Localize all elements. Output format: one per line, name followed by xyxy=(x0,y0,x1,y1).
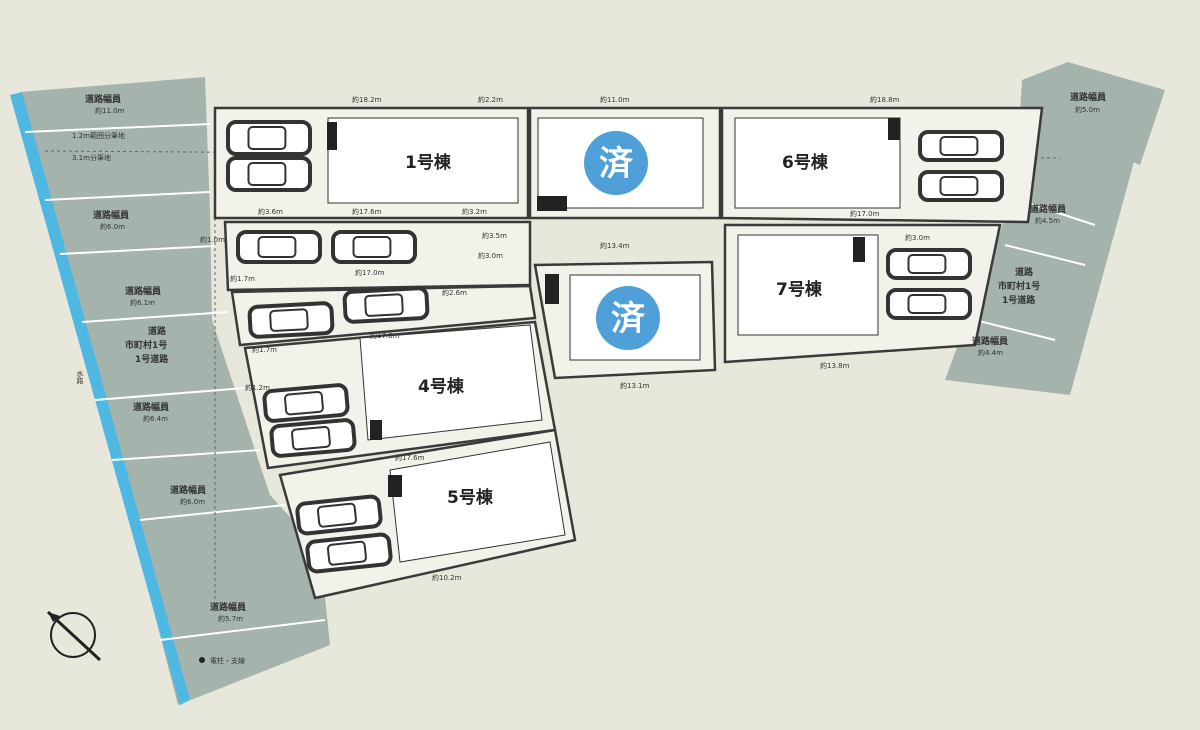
utility-boxes xyxy=(327,118,900,497)
road-label: 道路幅員 xyxy=(125,285,161,297)
utility-box xyxy=(537,196,567,211)
dim-label: 約2.2m xyxy=(478,95,503,104)
building-label-1: 1号棟 xyxy=(405,152,452,173)
dim-label: 約3.5m xyxy=(482,231,507,240)
compass-icon xyxy=(46,610,102,662)
dim-label: 約17.6m xyxy=(352,207,382,216)
road-width: 約5.7m xyxy=(218,614,243,623)
car-icon xyxy=(918,130,1004,162)
car-icon xyxy=(226,156,312,192)
utility-box xyxy=(853,237,865,262)
building-label-7: 7号棟 xyxy=(776,279,823,300)
dim-label: 約11.0m xyxy=(600,95,630,104)
building-4 xyxy=(359,324,543,441)
car-icon xyxy=(305,532,393,574)
utility-box xyxy=(545,274,559,304)
dim-label: 約17.6m xyxy=(395,453,425,462)
dim-label: 約3.0m xyxy=(905,233,930,242)
road-label: 1号道路 xyxy=(1002,294,1036,306)
utility-pole-icon xyxy=(199,657,205,663)
left-road-dividers xyxy=(24,123,326,641)
road-width: 約5.0m xyxy=(1075,105,1100,114)
dim-label: 約13.1m xyxy=(620,381,650,390)
road-label: 道路幅員 xyxy=(93,209,129,221)
dim-label: 約1.7m xyxy=(230,274,255,283)
road-width: 約11.0m xyxy=(95,106,125,115)
dim-label: 約13.4m xyxy=(600,241,630,250)
car-icon xyxy=(331,230,417,264)
car-icon xyxy=(247,301,335,339)
road-label: 道路幅員 xyxy=(170,484,206,496)
car-icon xyxy=(342,286,430,324)
dim-label: 約13.8m xyxy=(820,361,850,370)
car-icon xyxy=(886,288,972,320)
car-icon xyxy=(226,120,312,156)
road-label: 道路幅員 xyxy=(1030,203,1066,215)
car-icon xyxy=(918,170,1004,202)
dimension-labels: 約18.2m 約2.2m 約11.0m 約18.8m 約17.6m 約3.6m … xyxy=(200,95,930,582)
road-width: 約4.4m xyxy=(978,348,1003,357)
building-1 xyxy=(327,117,519,204)
road-label: 道路幅員 xyxy=(1070,91,1106,103)
utility-box xyxy=(370,420,382,440)
sold-mark-1: 済 xyxy=(599,144,634,184)
dim-label: 約10.2m xyxy=(432,573,462,582)
road-label: 道路幅員 xyxy=(210,601,246,613)
building-5 xyxy=(389,441,566,563)
waterway-label: 水路 xyxy=(76,369,84,385)
car-icon xyxy=(295,494,383,536)
dim-label: 約1.7m xyxy=(252,345,277,354)
utility-box xyxy=(327,122,337,150)
waterway xyxy=(10,92,190,705)
dim-label: 約3.2m xyxy=(462,207,487,216)
car-icon xyxy=(886,248,972,280)
road-label: 市町村1号 xyxy=(998,280,1040,292)
sold-badge-1 xyxy=(584,131,648,195)
road-label: 市町村1号 xyxy=(125,339,167,351)
sold-badge-2 xyxy=(596,286,660,350)
road-note: 1.2m範囲分筆地 xyxy=(72,131,125,140)
utility-box xyxy=(888,118,900,140)
road-label: 道路幅員 xyxy=(133,401,169,413)
road-label: 道路 xyxy=(148,325,167,337)
car-icon xyxy=(262,383,350,423)
dim-label: 約18.8m xyxy=(870,95,900,104)
left-road-area xyxy=(20,77,330,705)
road-label: 道路幅員 xyxy=(85,93,121,105)
car-icon xyxy=(269,418,357,458)
dim-label: 約1.2m xyxy=(245,383,270,392)
parking-cars xyxy=(226,120,1004,574)
dim-label: 約18.2m xyxy=(352,95,382,104)
dim-label: 約17.0m xyxy=(355,268,385,277)
road-label: 道路幅員 xyxy=(972,335,1008,347)
road-label: 道路 xyxy=(1015,266,1034,278)
dim-label: 約17.0m xyxy=(850,209,880,218)
dim-label: 約3.6m xyxy=(258,207,283,216)
building-6 xyxy=(734,117,901,209)
road-width: 約6.0m xyxy=(100,222,125,231)
road-width: 約4.5m xyxy=(1035,216,1060,225)
building-label-6: 6号棟 xyxy=(782,152,829,173)
building-label-5: 5号棟 xyxy=(447,487,494,508)
legend-label: 電柱・支線 xyxy=(210,656,245,665)
car-icon xyxy=(236,230,322,264)
dim-label: 約1.0m xyxy=(200,235,225,244)
sold-mark-2: 済 xyxy=(611,299,646,339)
dim-label: 約3.0m xyxy=(478,251,503,260)
dim-label: 約17.6m xyxy=(370,331,400,340)
building-label-4: 4号棟 xyxy=(418,376,465,397)
road-width: 約6.0m xyxy=(180,497,205,506)
road-width: 約6.4m xyxy=(143,414,168,423)
utility-box xyxy=(388,475,402,497)
road-width: 約6.1m xyxy=(130,298,155,307)
road-note: 3.1m分筆地 xyxy=(72,153,111,162)
dim-label: 約2.6m xyxy=(442,288,467,297)
road-label: 1号道路 xyxy=(135,353,169,365)
